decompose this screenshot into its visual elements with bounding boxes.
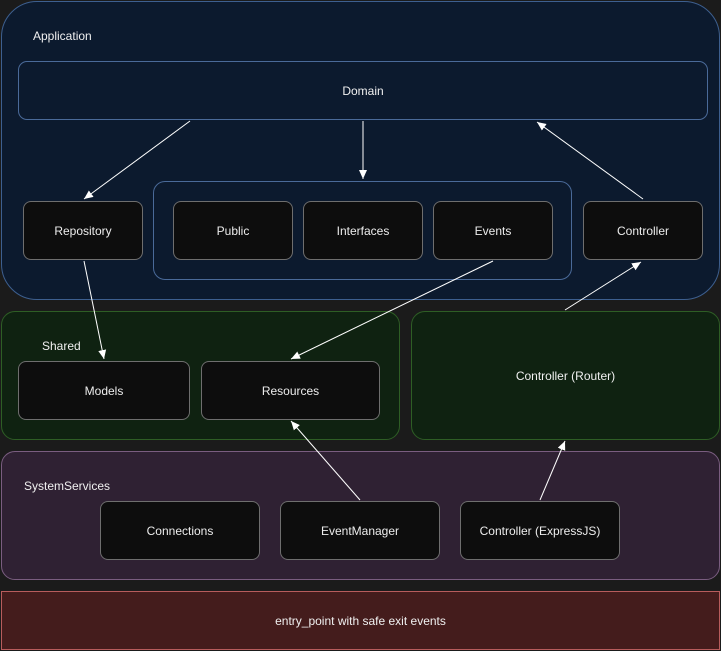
resources-label: Resources (261, 383, 320, 398)
entry-point-label: entry_point with safe exit events (275, 613, 446, 628)
models-box[interactable]: Models (18, 361, 190, 420)
event-manager-box[interactable]: EventManager (280, 501, 440, 560)
public-box[interactable]: Public (173, 201, 293, 260)
public-label: Public (216, 223, 250, 238)
controller-express-box[interactable]: Controller (ExpressJS) (460, 501, 620, 560)
event-manager-label: EventManager (320, 523, 400, 538)
interfaces-box[interactable]: Interfaces (303, 201, 423, 260)
controller-label: Controller (616, 223, 670, 238)
resources-box[interactable]: Resources (201, 361, 380, 420)
interfaces-label: Interfaces (336, 223, 390, 238)
domain-box[interactable]: Domain (18, 61, 708, 120)
controller-router-label: Controller (Router) (515, 368, 616, 383)
repository-label: Repository (54, 223, 112, 238)
models-label: Models (84, 383, 124, 398)
shared-title: Shared (42, 339, 81, 353)
repository-box[interactable]: Repository (23, 201, 143, 260)
controller-express-label: Controller (ExpressJS) (479, 523, 601, 538)
controller-box[interactable]: Controller (583, 201, 703, 260)
domain-label: Domain (342, 83, 384, 98)
events-label: Events (474, 223, 512, 238)
connections-label: Connections (146, 523, 214, 538)
entry-point-box[interactable]: entry_point with safe exit events (1, 591, 720, 650)
events-box[interactable]: Events (433, 201, 553, 260)
controller-router-box[interactable]: Controller (Router) (411, 311, 720, 440)
system-services-title: SystemServices (24, 479, 111, 493)
connections-box[interactable]: Connections (100, 501, 260, 560)
application-title: Application (33, 29, 92, 43)
